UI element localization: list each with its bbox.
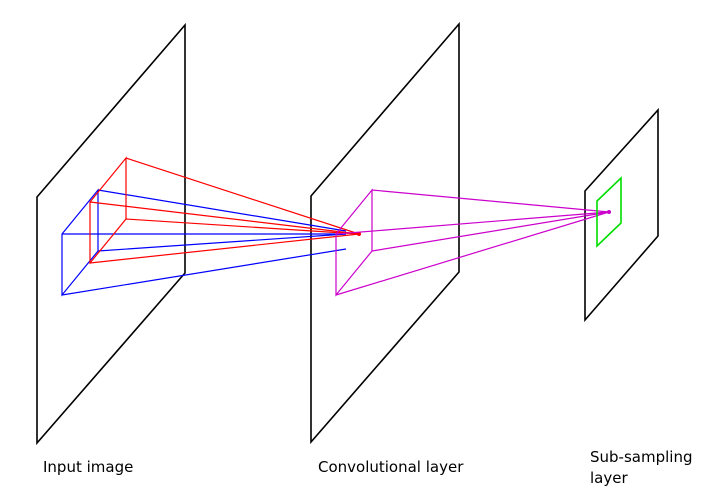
- input-receptive-field-red: [89, 156, 360, 265]
- sub-sampling-layer-label: Sub-sampling layer: [590, 447, 692, 489]
- convolutional-layer-plane: [310, 21, 460, 445]
- conv-receptive-field-magenta: [335, 188, 610, 297]
- convolutional-layer-label: Convolutional layer: [318, 458, 464, 476]
- sub-sampling-target-point: [607, 210, 611, 214]
- input-receptive-field-blue: [61, 188, 347, 297]
- sub-sampling-label-line2: layer: [590, 469, 628, 487]
- input-image-label: Input image: [43, 458, 134, 476]
- sub-sampling-layer-plane: [584, 107, 659, 323]
- sub-sampling-window-green: [596, 176, 622, 248]
- sub-sampling-label-line1: Sub-sampling: [590, 448, 693, 466]
- input-image-plane: [36, 22, 186, 446]
- conv-target-point: [357, 232, 361, 236]
